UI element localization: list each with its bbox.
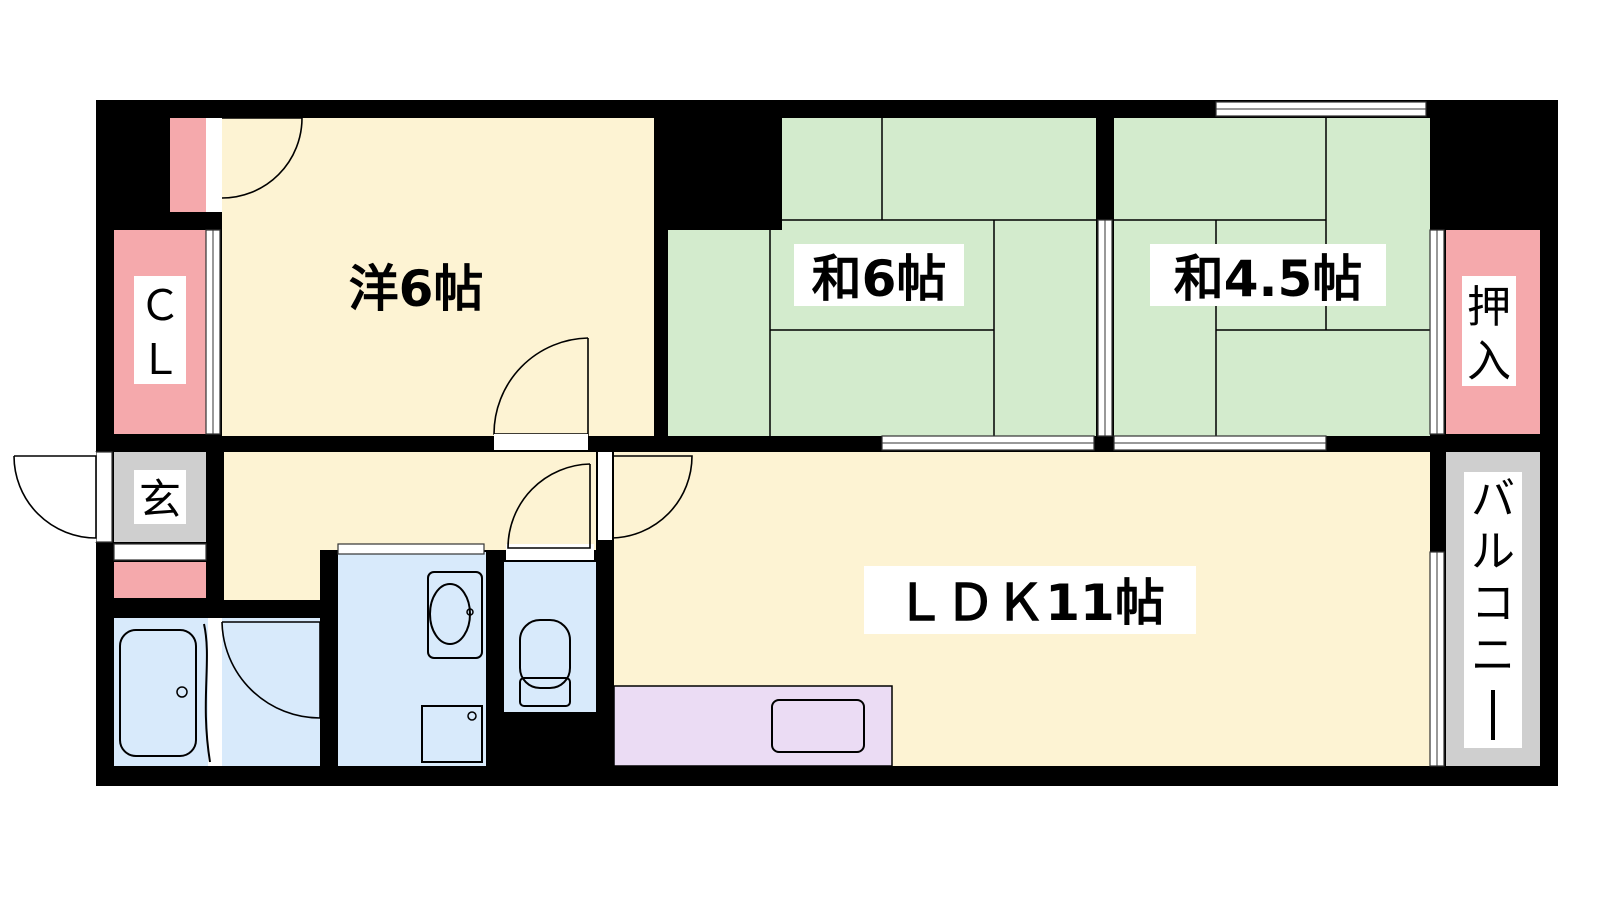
- oshiire-label-2: 入: [1467, 336, 1511, 387]
- japanese-45-label: 和4.5帖: [1174, 250, 1363, 308]
- washbasin-tap: [466, 608, 474, 616]
- japanese-6-label-bg: [794, 244, 964, 306]
- toilet-tank: [519, 677, 571, 707]
- entrance-label: 玄: [139, 475, 181, 524]
- balcony-char-2: ル: [1471, 526, 1515, 577]
- closet-label-c: Ｃ: [139, 281, 181, 330]
- balcony-label: バ ル コ ニ: [1471, 474, 1515, 740]
- closet-label-bg: [134, 276, 186, 384]
- western-room-door: [493, 337, 589, 450]
- hallway-lower: [224, 548, 320, 600]
- balcony-char-3: コ: [1471, 578, 1515, 629]
- entrance-frame: [95, 451, 113, 543]
- ldk-door: [598, 452, 693, 540]
- kitchen-counter: [613, 685, 893, 767]
- closet-top: [170, 118, 206, 212]
- japanese-6-label: 和6帖: [812, 250, 947, 308]
- closet-label-l: Ｌ: [139, 335, 181, 384]
- washing-machine-drain: [467, 711, 477, 721]
- western-room-label: 洋6帖: [349, 260, 484, 318]
- washbasin-counter: [427, 571, 483, 659]
- shoe-cabinet: [114, 562, 206, 598]
- closet-door: [206, 117, 303, 212]
- washing-machine-pan: [421, 705, 483, 763]
- bathtub: [119, 629, 197, 757]
- entrance-door: [13, 452, 97, 542]
- toilet-room: [504, 562, 596, 712]
- bath-drain: [176, 686, 188, 698]
- window-washroom: [337, 543, 485, 555]
- washbasin: [429, 583, 471, 645]
- entrance-label-bg: [134, 470, 186, 524]
- balcony-char-1: バ: [1471, 474, 1515, 525]
- ldk-label: ＬＤＫ11帖: [895, 574, 1165, 632]
- oshiire-label-1: 押: [1467, 282, 1511, 333]
- toilet-bowl: [519, 619, 571, 689]
- bath-divider: [203, 623, 211, 763]
- japanese-45-label-bg: [1150, 244, 1386, 306]
- kitchen-sink: [771, 699, 865, 753]
- toilet-door: [506, 463, 594, 560]
- balcony-char-4: ニ: [1471, 630, 1515, 681]
- hallway: [224, 452, 596, 550]
- tatami-grid-6: [769, 118, 1096, 436]
- japanese-room-6-ext: [668, 230, 788, 436]
- western-room-label-bg: [330, 252, 502, 320]
- oshiire-label-bg: [1462, 276, 1516, 386]
- ldk-label-bg: [864, 566, 1196, 634]
- bath-door: [208, 618, 321, 766]
- shoebox-sill: [113, 543, 207, 561]
